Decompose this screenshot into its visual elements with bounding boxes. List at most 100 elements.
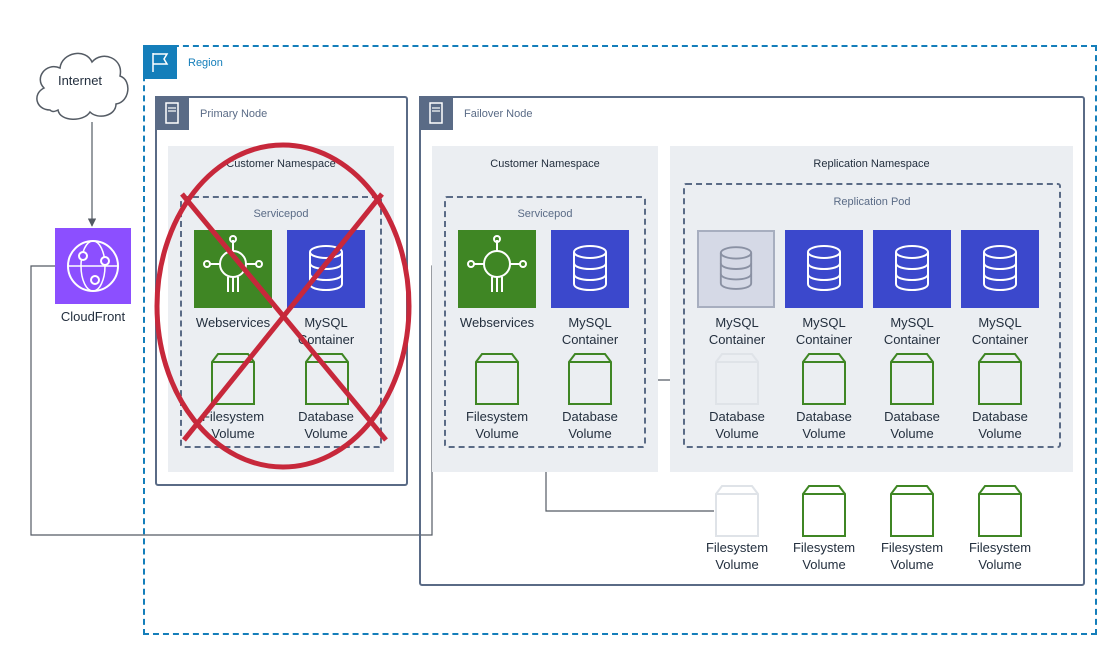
mysql-label: MySQL Container xyxy=(276,314,376,348)
mysql-container-icon xyxy=(785,230,863,308)
webservices-label: Webservices xyxy=(448,314,546,331)
database-volume-label: Database Volume xyxy=(540,408,640,442)
fs-text-2: Volume xyxy=(978,557,1022,572)
db-text-2: Volume xyxy=(978,426,1022,441)
replica-fs-volume-label: Filesystem Volume xyxy=(951,539,1049,573)
replica-mysql-label: MySQL Container xyxy=(863,314,961,348)
database-volume-icon xyxy=(801,352,847,406)
server-icon xyxy=(419,96,453,130)
db-text-1: Database xyxy=(562,409,618,424)
replication-pod xyxy=(683,183,1061,448)
filesystem-volume-icon xyxy=(474,352,520,406)
webservices-text: Webservices xyxy=(195,315,271,330)
filesystem-volume-icon xyxy=(714,484,760,538)
replication-namespace-label: Replication Namespace xyxy=(813,158,930,170)
server-icon xyxy=(155,96,189,130)
filesystem-volume-label: Filesystem Volume xyxy=(448,408,546,442)
replica-db-volume-label: Database Volume xyxy=(775,408,873,442)
primary-node-label: Primary Node xyxy=(200,108,268,120)
database-volume-icon xyxy=(714,352,760,406)
mysql-container-icon xyxy=(961,230,1039,308)
internet-cloud: Internet xyxy=(28,42,132,122)
fs-text-2: Volume xyxy=(475,426,519,441)
primary-namespace-label: Customer Namespace xyxy=(226,158,336,170)
replication-pod-label: Replication Pod xyxy=(833,196,911,208)
cloudfront-label: CloudFront xyxy=(60,309,126,324)
replica-mysql-label: MySQL Container xyxy=(775,314,873,348)
db-text-1: Database xyxy=(298,409,354,424)
mysql-text-2: Container xyxy=(883,332,941,347)
database-volume-icon xyxy=(304,352,350,406)
cloudfront-icon xyxy=(55,228,131,304)
webservices-text: Webservices xyxy=(459,315,535,330)
db-text-2: Volume xyxy=(890,426,934,441)
db-text-2: Volume xyxy=(304,426,348,441)
database-volume-icon xyxy=(889,352,935,406)
webservices-label: Webservices xyxy=(184,314,282,331)
fs-text-1: Filesystem xyxy=(968,540,1032,555)
failed-node-cross-mark xyxy=(154,142,412,470)
region-label: Region xyxy=(188,57,223,69)
fs-text-2: Volume xyxy=(890,557,934,572)
replication-namespace xyxy=(670,146,1073,472)
webservices-icon xyxy=(194,230,272,308)
fs-text-1: Filesystem xyxy=(201,409,265,424)
region-flag-icon xyxy=(143,45,177,79)
fs-text-1: Filesystem xyxy=(465,409,529,424)
replica-mysql-label: MySQL Container xyxy=(951,314,1049,348)
db-text-1: Database xyxy=(709,409,765,424)
primary-pod-label: Servicepod xyxy=(253,208,309,220)
mysql-container-icon xyxy=(873,230,951,308)
mysql-text-1: MySQL xyxy=(978,315,1022,330)
primary-customer-namespace xyxy=(168,146,394,472)
db-text-1: Database xyxy=(972,409,1028,424)
failover-node-label: Failover Node xyxy=(464,108,533,120)
replica-fs-volume-label: Filesystem Volume xyxy=(775,539,873,573)
mysql-text-1: MySQL xyxy=(715,315,759,330)
failover-pod-label: Servicepod xyxy=(517,208,573,220)
mysql-text-1: MySQL xyxy=(890,315,934,330)
failover-customer-namespace xyxy=(432,146,658,472)
fs-text-1: Filesystem xyxy=(792,540,856,555)
mysql-container-icon xyxy=(697,230,775,308)
mysql-text-2: Container xyxy=(297,332,355,347)
failover-namespace-label: Customer Namespace xyxy=(490,158,600,170)
filesystem-volume-label: Filesystem Volume xyxy=(184,408,282,442)
replica-db-volume-label: Database Volume xyxy=(951,408,1049,442)
mysql-text-1: MySQL xyxy=(568,315,612,330)
internet-label: Internet xyxy=(57,73,103,88)
mysql-text-1: MySQL xyxy=(304,315,348,330)
db-text-2: Volume xyxy=(715,426,759,441)
mysql-text-2: Container xyxy=(795,332,853,347)
primary-servicepod xyxy=(180,196,382,448)
fs-text-2: Volume xyxy=(715,557,759,572)
filesystem-volume-icon xyxy=(801,484,847,538)
failover-node xyxy=(419,96,1085,586)
database-volume-icon xyxy=(567,352,613,406)
replica-mysql-label: MySQL Container xyxy=(688,314,786,348)
filesystem-volume-icon xyxy=(889,484,935,538)
mysql-label: MySQL Container xyxy=(540,314,640,348)
webservices-icon xyxy=(458,230,536,308)
mysql-text-2: Container xyxy=(971,332,1029,347)
region-boundary xyxy=(143,45,1097,635)
failover-servicepod xyxy=(444,196,646,448)
replica-fs-volume-label: Filesystem Volume xyxy=(863,539,961,573)
mysql-container-icon xyxy=(551,230,629,308)
replica-db-volume-label: Database Volume xyxy=(688,408,786,442)
db-text-1: Database xyxy=(884,409,940,424)
fs-text-1: Filesystem xyxy=(880,540,944,555)
mysql-text-1: MySQL xyxy=(802,315,846,330)
mysql-text-2: Container xyxy=(561,332,619,347)
db-text-2: Volume xyxy=(802,426,846,441)
cloud-icon xyxy=(36,52,129,120)
fs-text-2: Volume xyxy=(802,557,846,572)
database-volume-label: Database Volume xyxy=(276,408,376,442)
replica-fs-volume-label: Filesystem Volume xyxy=(688,539,786,573)
db-text-1: Database xyxy=(796,409,852,424)
filesystem-volume-icon xyxy=(977,484,1023,538)
replica-db-volume-label: Database Volume xyxy=(863,408,961,442)
fs-text-2: Volume xyxy=(211,426,255,441)
mysql-text-2: Container xyxy=(708,332,766,347)
database-volume-icon xyxy=(977,352,1023,406)
